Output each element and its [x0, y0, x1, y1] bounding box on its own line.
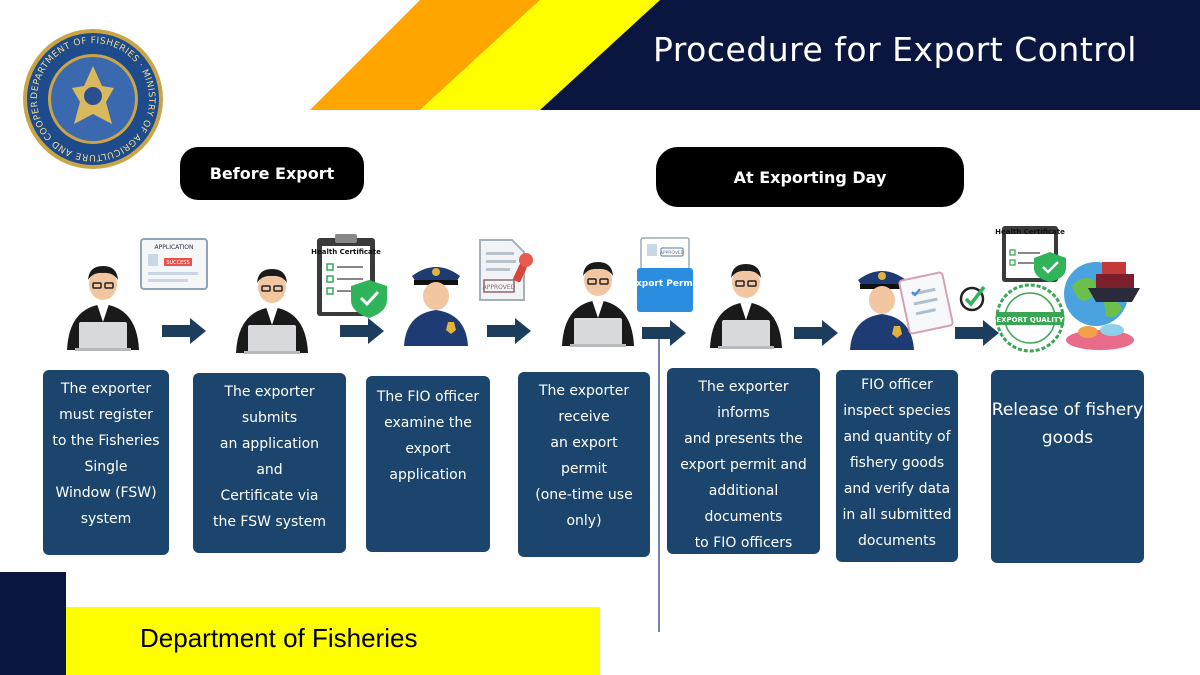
svg-text:EXPORT QUALITY: EXPORT QUALITY [996, 316, 1064, 324]
flow-arrow-icon [642, 320, 686, 346]
flow-arrow-icon [955, 320, 999, 346]
svg-text:SUCCESS: SUCCESS [166, 260, 189, 266]
export-permit-label: Export Permit [630, 279, 701, 289]
flow-arrow-icon [487, 318, 531, 344]
footer-department-label: Department of Fisheries [140, 623, 418, 653]
flow-arrow-icon [162, 318, 206, 344]
export-permit-icon: APPROVED Export Permit [630, 237, 701, 312]
step-box-4: The exporter receive an export permit (o… [518, 372, 650, 557]
exporter-icon [67, 266, 139, 351]
exporter-icon [710, 264, 782, 349]
svg-text:APPLICATION: APPLICATION [155, 244, 194, 251]
officer-icon [404, 267, 468, 346]
export-quality-seal-icon: EXPORT QUALITY [995, 283, 1065, 353]
step-box-3: The FIO officer examine the export appli… [366, 376, 490, 552]
phase-before-export: Before Export [180, 147, 364, 200]
svg-text:Health Certificate: Health Certificate [311, 248, 381, 256]
svg-text:Health Certificate: Health Certificate [995, 228, 1065, 236]
phase-divider [658, 330, 660, 632]
step-box-5: The exporter informs and presents the ex… [667, 368, 820, 554]
svg-text:Export Permit: Export Permit [630, 279, 701, 289]
phase-at-exporting-day: At Exporting Day [656, 147, 964, 207]
step-box-2: The exporter submits an application and … [193, 373, 346, 553]
exporter-icon [236, 269, 308, 354]
svg-text:APPROVED: APPROVED [483, 284, 516, 291]
application-document-icon: APPLICATION SUCCESS [140, 238, 208, 290]
health-certificate-icon: Health Certificate [311, 234, 387, 318]
check-circle-icon [959, 285, 986, 312]
svg-text:APPROVED: APPROVED [660, 250, 685, 256]
step-box-6: FIO officer inspect species and quantity… [836, 370, 958, 562]
footer-yellow-band [66, 607, 600, 675]
step-box-1: The exporter must register to the Fisher… [43, 370, 169, 555]
flow-arrow-icon [794, 320, 838, 346]
flow-arrow-icon [340, 318, 384, 344]
inspection-clipboard-icon [898, 271, 954, 335]
step-box-7: Release of fishery goods [991, 370, 1144, 563]
health-certificate-icon: Health Certificate [995, 226, 1066, 282]
approved-stamp-icon: APPROVED [479, 239, 533, 301]
officer-icon [850, 271, 914, 350]
page-title: Procedure for Export Control [653, 30, 1137, 69]
exporter-icon [562, 262, 634, 347]
department-logo: DEPARTMENT OF FISHERIES · MINISTRY OF AG… [18, 21, 163, 169]
global-trade-icon [1064, 262, 1140, 350]
footer-dark-block [0, 572, 66, 675]
header-band [310, 0, 1200, 110]
